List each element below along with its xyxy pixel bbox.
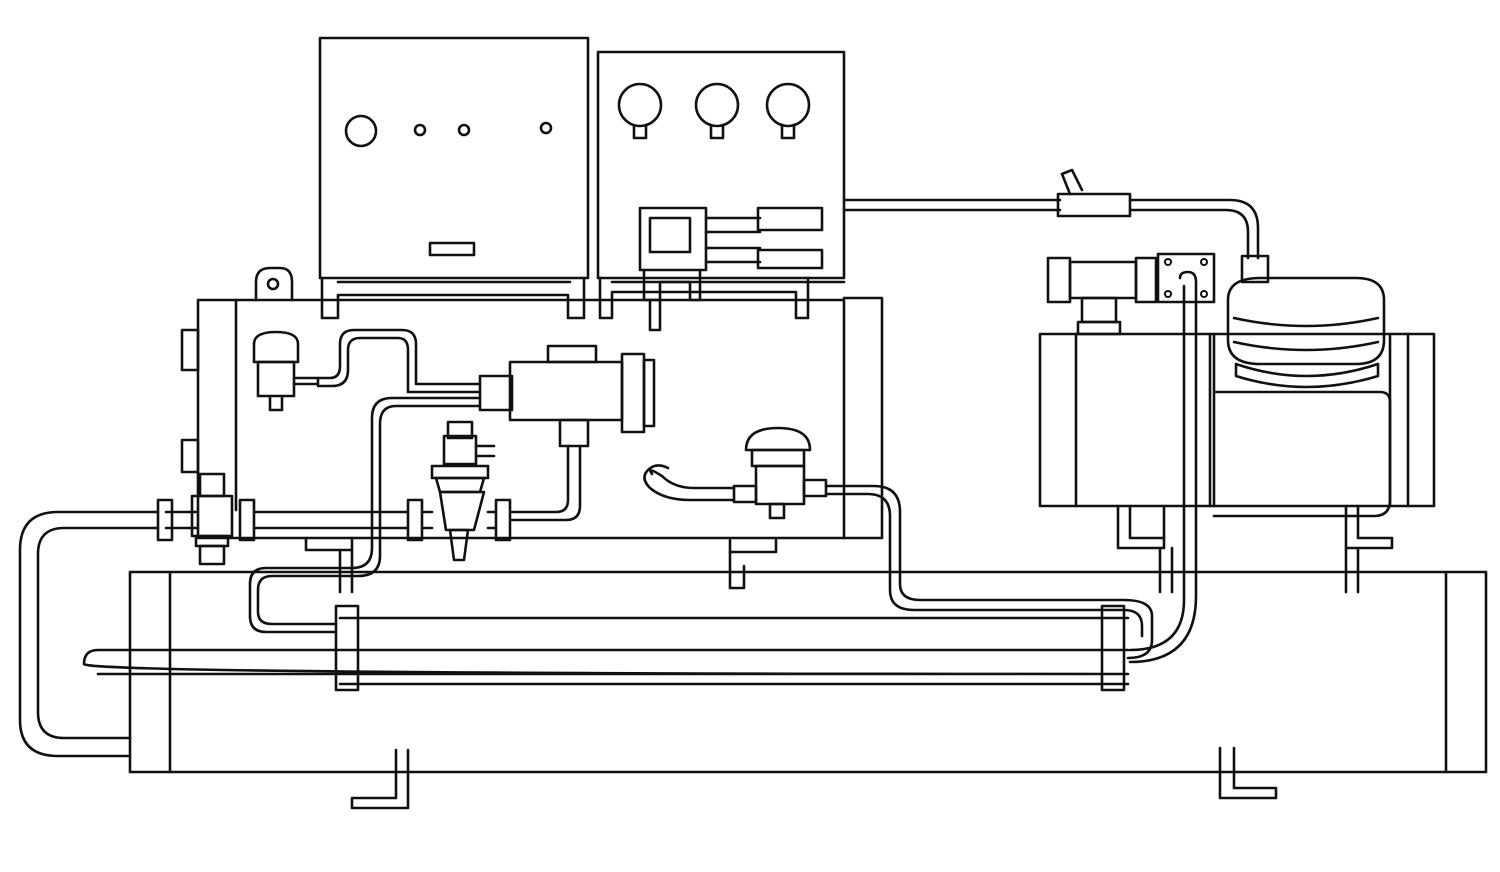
pressure-regulator	[732, 426, 828, 520]
gauge-panel	[596, 50, 846, 332]
gauge	[617, 82, 663, 140]
expansion-valve	[252, 330, 320, 412]
suction-line	[248, 396, 482, 634]
motor-housing-outline	[196, 298, 846, 540]
lifting-lug	[254, 266, 294, 302]
nameplate	[428, 241, 476, 257]
regulator-line	[824, 484, 1154, 660]
condenser-shell	[128, 570, 1488, 810]
control-knob	[344, 114, 378, 148]
liquid-line	[1128, 270, 1198, 664]
pilot-coil	[643, 464, 736, 502]
valve-line	[316, 328, 482, 386]
compressor-body	[1038, 332, 1436, 508]
cylinder-head	[1226, 276, 1386, 366]
water-loop	[18, 510, 160, 758]
flange-block	[1156, 252, 1216, 304]
gauge-panel-outline	[596, 50, 846, 280]
indicator-light	[457, 123, 471, 137]
pressure-switch	[638, 206, 708, 272]
motor-housing	[180, 266, 884, 594]
receiver-tank	[82, 604, 1130, 692]
tank-flange	[1100, 604, 1126, 692]
indicator-light	[413, 123, 427, 137]
service-valve	[1056, 192, 1132, 218]
gauge	[694, 82, 740, 140]
water-valve	[430, 420, 496, 562]
tank-flange	[334, 604, 360, 692]
control-box	[318, 36, 590, 320]
discharge-line	[842, 198, 1062, 212]
control-box-feet	[320, 276, 586, 320]
control-box-outline	[318, 36, 590, 280]
condenser-outline	[128, 570, 1488, 774]
gauge	[765, 82, 811, 140]
compressor	[1038, 252, 1436, 594]
water-cross-fitting	[190, 472, 234, 566]
solenoid-valve	[478, 344, 656, 448]
indicator-light	[539, 121, 553, 135]
